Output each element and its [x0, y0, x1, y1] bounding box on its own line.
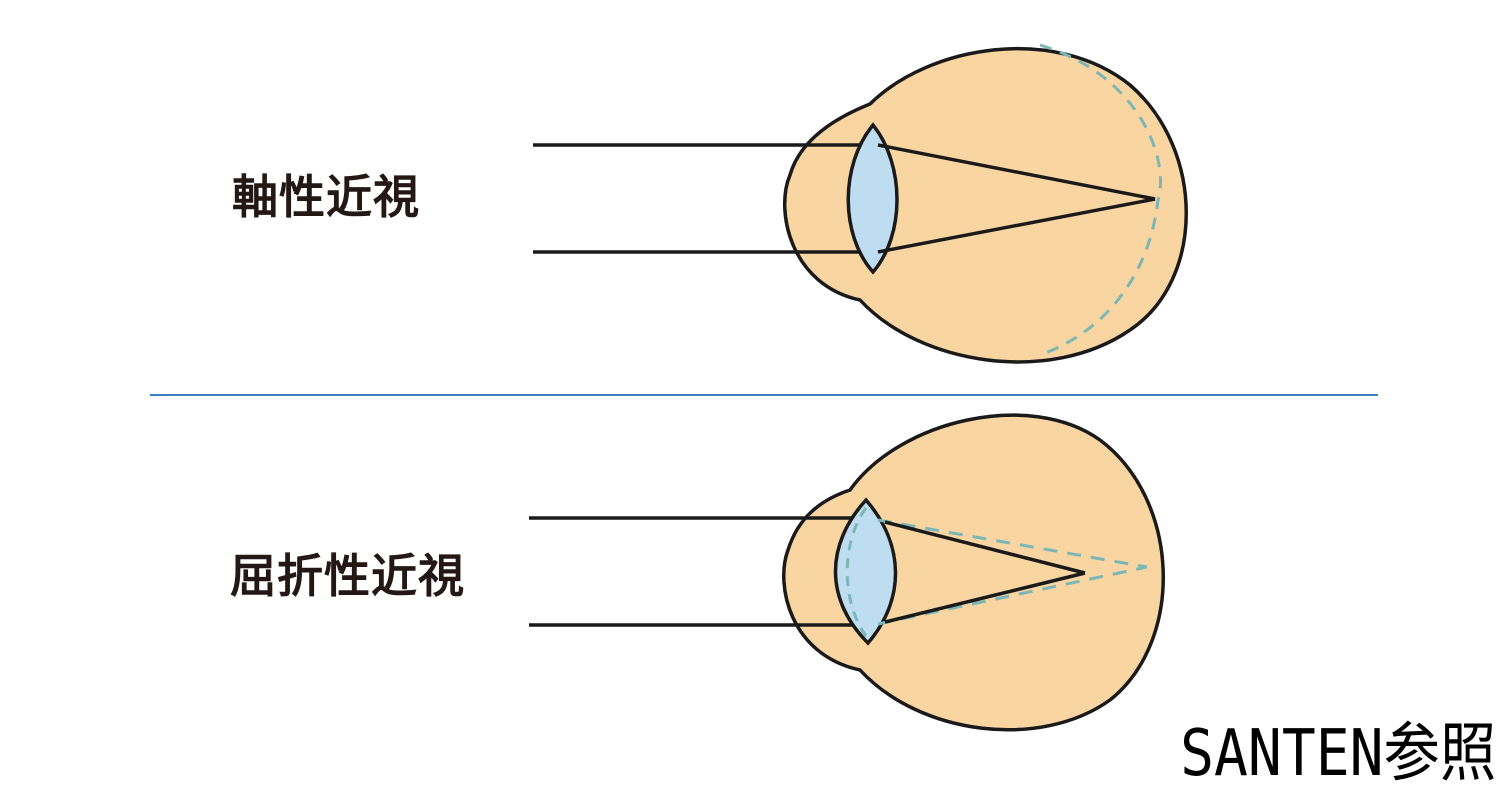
refractive-myopia-label: 屈折性近視: [230, 549, 465, 603]
refractive-converge-bottom: [884, 571, 1086, 624]
refractive-normal-ray-top: [877, 518, 1148, 569]
axial-myopia-eye: [533, 43, 1188, 364]
axial-lens: [846, 122, 899, 275]
source-credit: SANTEN参照: [1179, 717, 1496, 791]
refractive-lens: [833, 497, 898, 646]
axial-normal-retina-dashed: [1039, 43, 1162, 357]
axial-converge-bottom: [877, 197, 1156, 254]
refractive-normal-ray-bottom: [877, 565, 1148, 626]
axial-myopia-label: 軸性近視: [232, 170, 420, 224]
refractive-eyeball: [782, 413, 1166, 732]
refractive-converge-top: [884, 520, 1086, 575]
refractive-myopia-eye: [529, 413, 1166, 732]
axial-converge-top: [877, 143, 1156, 201]
